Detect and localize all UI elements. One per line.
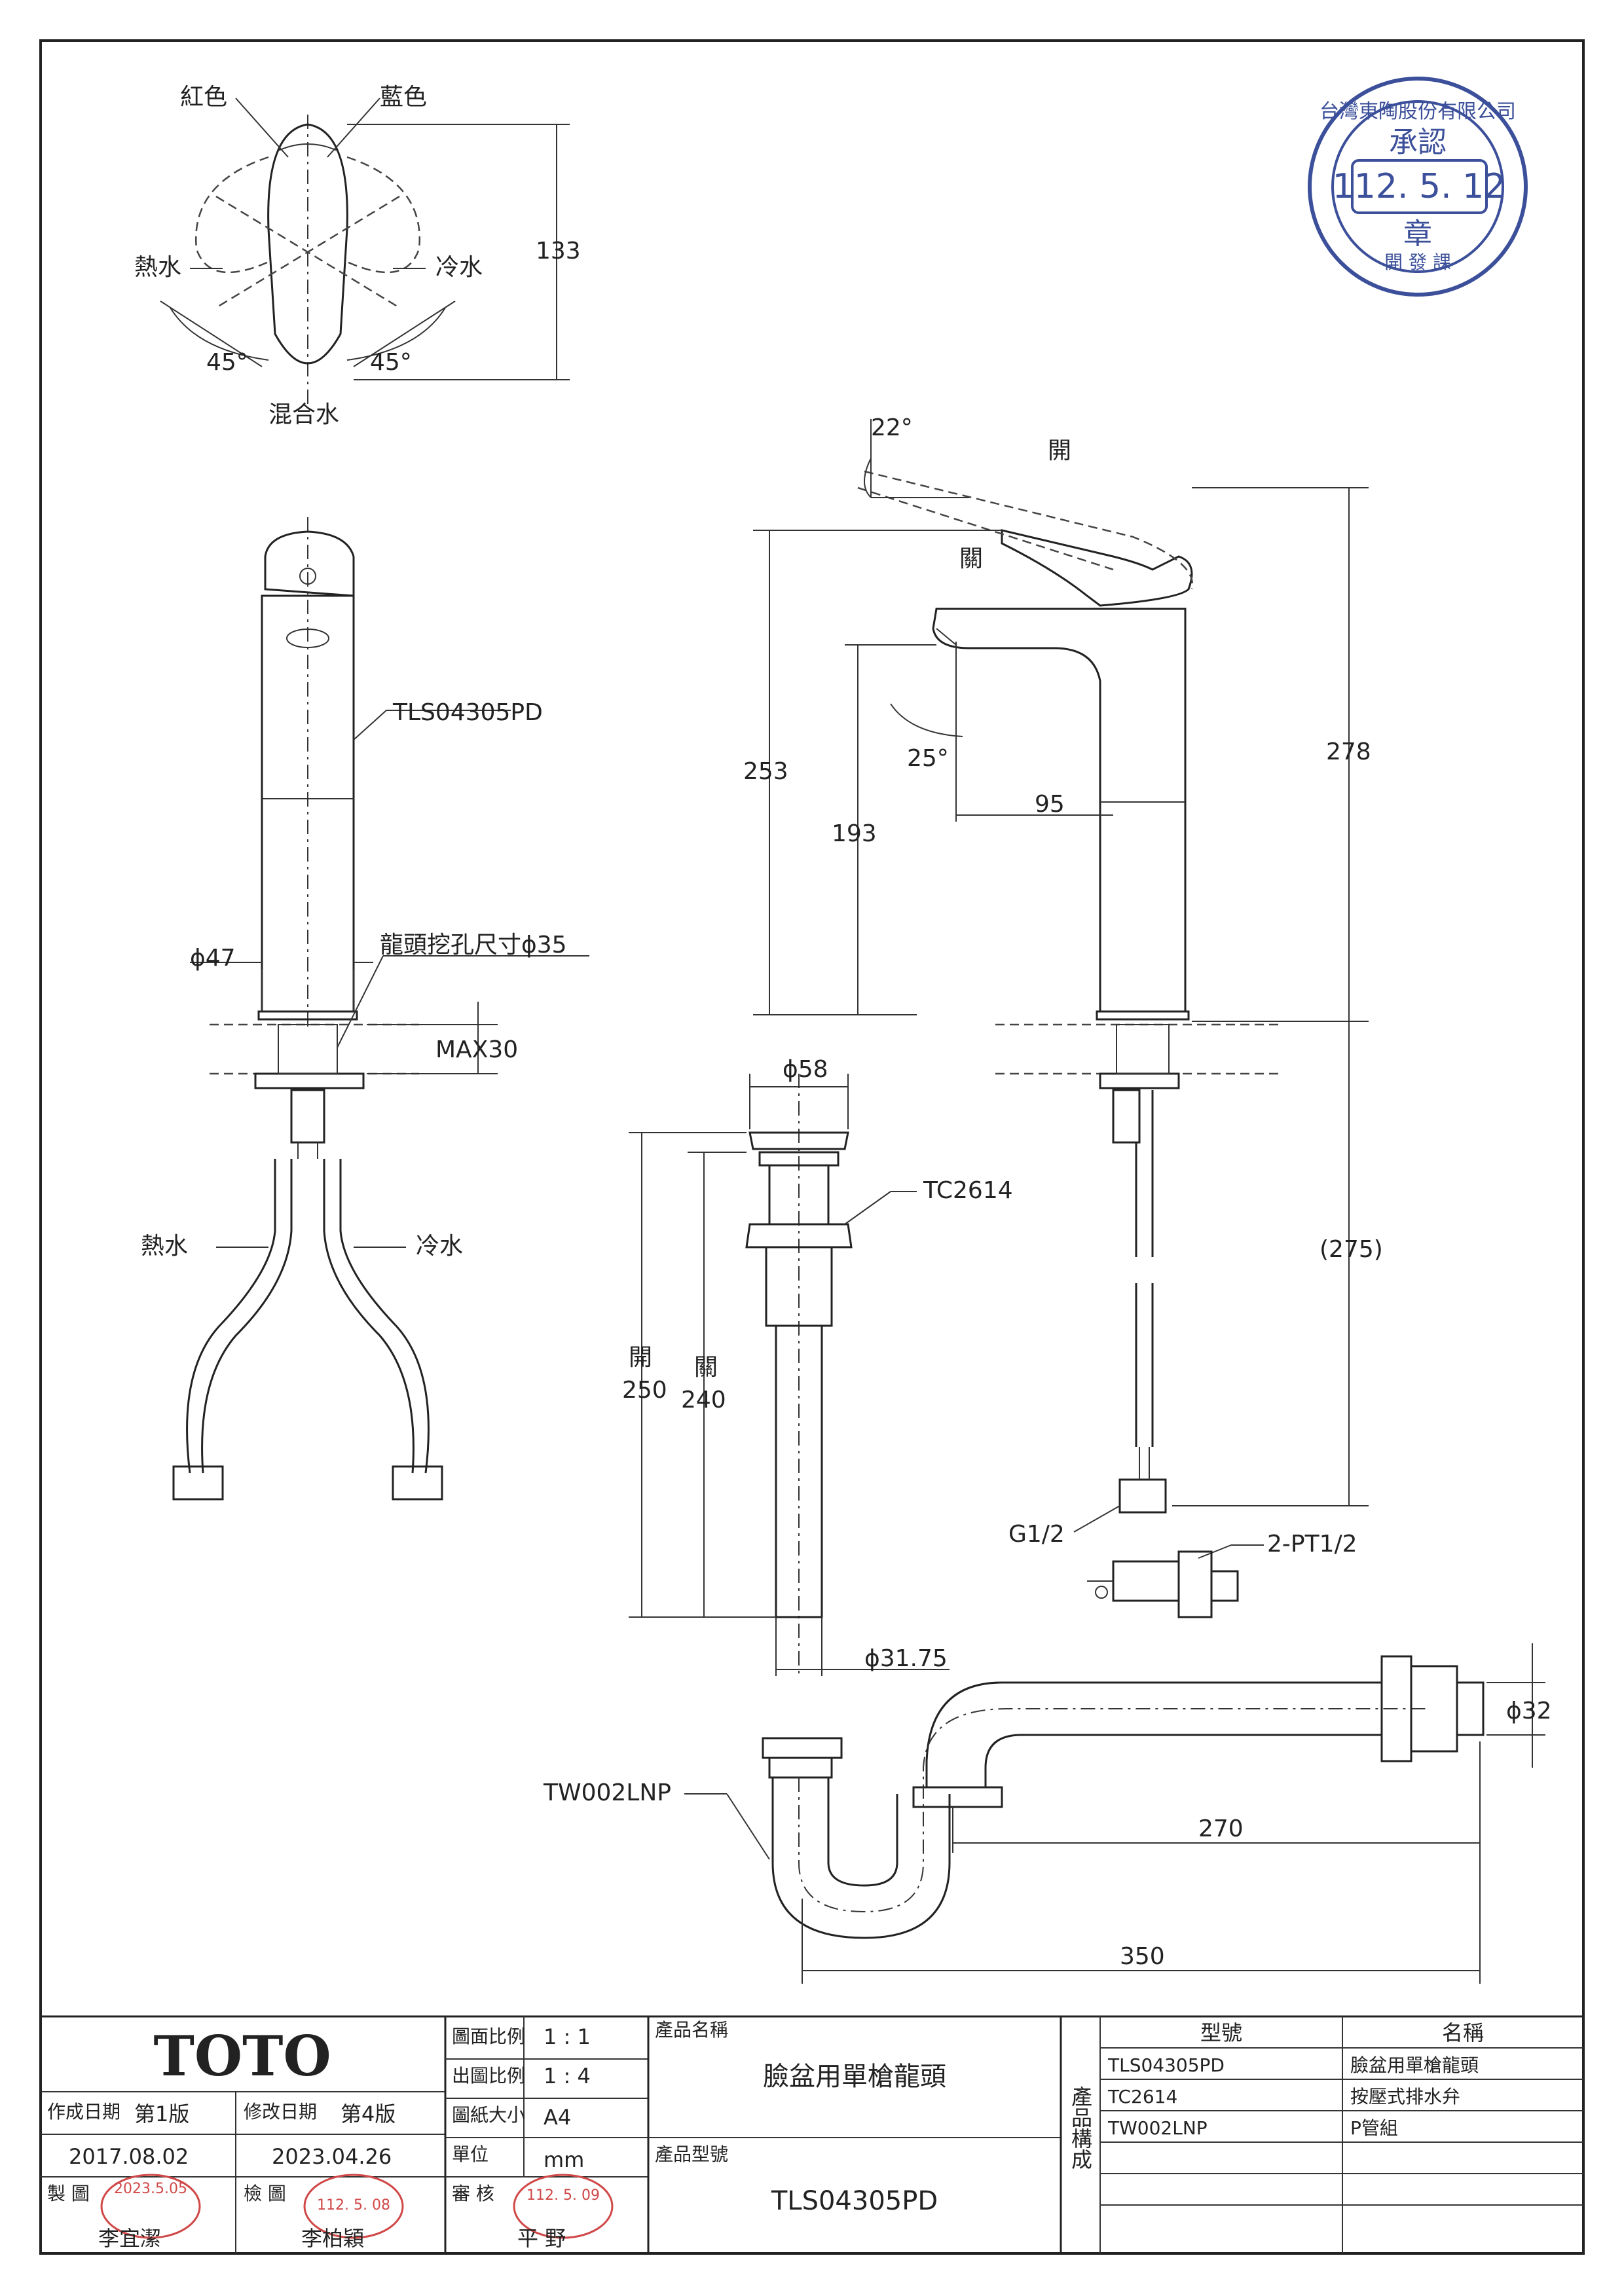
drawn-by-label: 製 圖 [47, 2183, 90, 2204]
p-trap-view: TW002LNP ϕ32 270 350 [543, 1643, 1552, 1984]
column-name-header: 名稱 [1442, 2020, 1484, 2045]
drain-open-250-dimension: 250 [622, 1377, 667, 1404]
height-133-dimension: 133 [536, 238, 581, 264]
product-model: TLS04305PD [771, 2186, 938, 2216]
approval-stamp: 台灣東陶股份有限公司 承認 112. 5. 12 章 開 發 課 [1308, 77, 1528, 297]
front-cold-water-label: 冷水 [416, 1233, 463, 1260]
length-270-dimension: 270 [1198, 1815, 1244, 1842]
revised-date-label: 修改日期 [244, 2101, 317, 2123]
composition-label: 產品構成 [1068, 2086, 1093, 2170]
angle-right-label: 45° [370, 349, 412, 376]
length-350-dimension: 350 [1120, 1943, 1165, 1970]
drain-top-diameter-dimension: ϕ58 [783, 1056, 828, 1083]
hole-size-callout: 龍頭挖孔尺寸ϕ35 [380, 932, 567, 958]
approved-by-label: 審 核 [452, 2183, 494, 2204]
lever-close-label: 關 [959, 545, 983, 572]
angle-left-label: 45° [206, 349, 248, 376]
drain-close-240-dimension: 240 [681, 1387, 726, 1413]
spout-angle-25-dimension: 25° [907, 745, 949, 772]
part-model-1: TLS04305PD [1107, 2054, 1225, 2076]
created-date-label: 作成日期 [47, 2101, 120, 2123]
mixed-water-label: 混合水 [268, 401, 339, 428]
ptrap-model-callout: TW002LNP [543, 1779, 671, 1806]
paper-size-label: 圖紙大小 [452, 2104, 525, 2126]
drawn-by-name: 李宜潔 [98, 2226, 161, 2251]
stamp-company: 台灣東陶股份有限公司 [1320, 100, 1516, 123]
column-model-header: 型號 [1200, 2020, 1242, 2045]
print-scale-label: 出圖比例 [452, 2065, 525, 2086]
top-view: 紅色 藍色 熱水 冷水 45° 45° 混合水 133 [134, 84, 581, 428]
paper-size-value: A4 [544, 2105, 571, 2130]
part-name-2: 按壓式排水弁 [1350, 2086, 1460, 2107]
stamp-seal: 章 [1403, 217, 1432, 251]
drawing-scale-label: 圖面比例 [452, 2026, 525, 2047]
part-name-3: P管組 [1350, 2117, 1398, 2139]
tail-diameter-dimension: ϕ31.75 [864, 1645, 948, 1672]
part-model-2: TC2614 [1107, 2086, 1177, 2107]
unit-value: mm [544, 2147, 584, 2172]
hose-length-275-dimension: (275) [1320, 1236, 1383, 1263]
drain-open-label: 開 [629, 1344, 652, 1371]
front-hot-water-label: 熱水 [141, 1233, 188, 1260]
stamp-approve: 承認 [1389, 126, 1447, 159]
product-name: 臉盆用單槍龍頭 [763, 2062, 946, 2092]
drawing-frame [39, 39, 1585, 2255]
angle-valve-callout: 2-PT1/2 [1267, 1531, 1357, 1558]
product-name-label: 產品名稱 [655, 2019, 728, 2041]
checked-stamp-date: 112. 5. 08 [317, 2197, 390, 2214]
max-thickness-dimension: MAX30 [435, 1036, 518, 1063]
blue-color-label: 藍色 [380, 84, 427, 111]
height-278-dimension: 278 [1326, 738, 1371, 765]
hot-water-label: 熱水 [134, 254, 181, 281]
drain-model-callout: TC2614 [923, 1177, 1013, 1204]
checked-by-name: 李柏穎 [301, 2226, 364, 2251]
front-view: TLS04305PD ϕ47 龍頭挖孔尺寸ϕ35 MAX30 熱水 冷水 [141, 517, 589, 1501]
unit-label: 單位 [452, 2143, 489, 2165]
created-date: 2017.08.02 [69, 2144, 189, 2169]
lever-angle-22-dimension: 22° [871, 414, 913, 441]
cold-water-label: 冷水 [435, 254, 483, 281]
faucet-model-callout: TLS04305PD [392, 699, 543, 726]
toto-logo: TOTO [153, 2024, 331, 2088]
drain-view: ϕ58 TC2614 開 250 關 240 ϕ31.75 [622, 1056, 1013, 1676]
height-193-dimension: 193 [832, 820, 877, 847]
approved-stamp-date: 112. 5. 09 [526, 2187, 600, 2204]
part-model-3: TW002LNP [1107, 2117, 1208, 2139]
print-scale-value: 1 : 4 [544, 2064, 591, 2088]
stamp-date: 112. 5. 12 [1333, 167, 1506, 206]
product-model-label: 產品型號 [655, 2143, 728, 2165]
revised-date: 2023.04.26 [272, 2144, 392, 2169]
checked-by-label: 檢 圖 [244, 2183, 286, 2204]
approved-by-name: 平 野 [517, 2226, 566, 2251]
reach-95-dimension: 95 [1035, 791, 1065, 818]
base-diameter-dimension: ϕ47 [190, 945, 236, 972]
part-name-1: 臉盆用單槍龍頭 [1350, 2054, 1479, 2076]
red-color-label: 紅色 [180, 84, 227, 111]
drain-close-label: 關 [694, 1354, 718, 1381]
drawing-scale-value: 1 : 1 [544, 2024, 591, 2049]
drawn-stamp-date: 2023.5.05 [114, 2181, 187, 2197]
revised-edition: 第4版 [341, 2102, 396, 2126]
outlet-diameter-dimension: ϕ32 [1506, 1698, 1552, 1724]
title-block: TOTO 作成日期 第1版 2017.08.02 修改日期 第4版 2023.0… [39, 2015, 1585, 2255]
lever-open-label: 開 [1048, 437, 1071, 464]
thread-g12-label: G1/2 [1008, 1521, 1065, 1548]
side-view: 22° 開 關 25° 253 193 95 278 (275) G1/2 2-… [743, 414, 1383, 1618]
stamp-dept: 開 發 課 [1384, 251, 1451, 273]
created-edition: 第1版 [134, 2102, 189, 2126]
height-253-dimension: 253 [743, 758, 788, 785]
